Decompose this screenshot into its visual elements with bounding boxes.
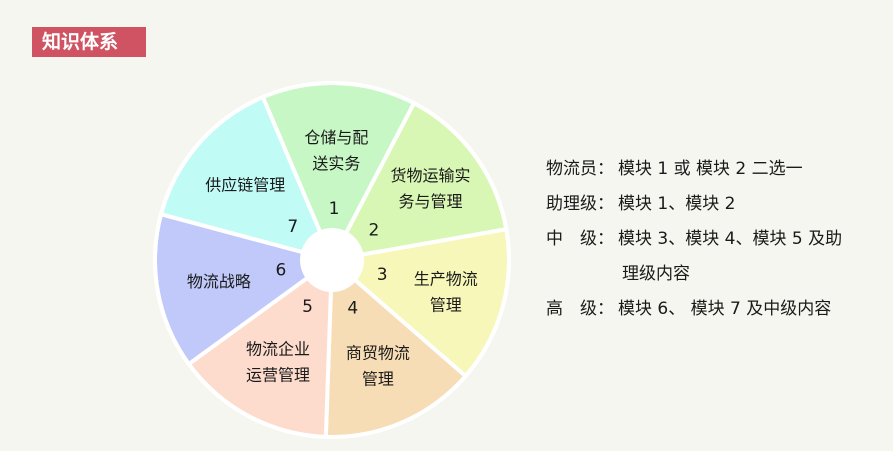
legend-row-assistant: 助理级： 模块 1、模块 2 bbox=[546, 187, 842, 222]
segment-label: 物流企业 bbox=[246, 340, 310, 359]
section-title: 知识体系 bbox=[32, 27, 146, 57]
segment-label: 管理 bbox=[430, 296, 462, 315]
segment-number: 4 bbox=[347, 299, 358, 319]
segment-label: 仓储与配 bbox=[304, 128, 368, 147]
legend-value: 理级内容 bbox=[622, 264, 690, 284]
segment-label: 货物运输实 bbox=[390, 166, 470, 185]
legend-row-intermediate-cont: 理级内容 bbox=[546, 257, 842, 292]
legend-value: 模块 1、模块 2 bbox=[618, 194, 736, 214]
legend-key: 高 级： bbox=[546, 299, 614, 319]
segment-label: 管理 bbox=[362, 369, 394, 388]
segment-number: 5 bbox=[302, 297, 313, 317]
wheel-hub bbox=[300, 228, 364, 292]
segment-label: 物流战略 bbox=[187, 272, 251, 291]
legend-row-wuliuyuan: 物流员： 模块 1 或 模块 2 二选一 bbox=[546, 152, 842, 187]
legend-row-intermediate: 中 级： 模块 3、模块 4、模块 5 及助 bbox=[546, 222, 842, 257]
legend-key: 中 级： bbox=[546, 229, 614, 249]
segment-number: 2 bbox=[369, 220, 380, 240]
segment-label: 送实务 bbox=[312, 154, 360, 173]
legend-row-advanced: 高 级： 模块 6、 模块 7 及中级内容 bbox=[546, 292, 842, 327]
segment-number: 7 bbox=[287, 217, 298, 237]
legend-value: 模块 1 或 模块 2 二选一 bbox=[618, 159, 803, 179]
segment-label: 商贸物流 bbox=[346, 343, 410, 362]
legend-value: 模块 6、 模块 7 及中级内容 bbox=[618, 299, 832, 319]
legend-key: 物流员： bbox=[546, 159, 614, 179]
wheel-outer-ring bbox=[153, 81, 511, 439]
level-requirements-list: 物流员： 模块 1 或 模块 2 二选一 助理级： 模块 1、模块 2 中 级：… bbox=[546, 152, 842, 327]
segment-label: 运营管理 bbox=[246, 366, 310, 385]
segment-label: 供应链管理 bbox=[205, 176, 285, 195]
segment-label: 务与管理 bbox=[398, 192, 462, 211]
segment-number: 3 bbox=[377, 265, 388, 285]
segment-number: 6 bbox=[275, 260, 286, 280]
segment-label: 生产物流 bbox=[414, 270, 478, 289]
legend-value: 模块 3、模块 4、模块 5 及助 bbox=[618, 229, 843, 249]
legend-key: 助理级： bbox=[546, 194, 614, 214]
segment-number: 1 bbox=[329, 199, 340, 219]
